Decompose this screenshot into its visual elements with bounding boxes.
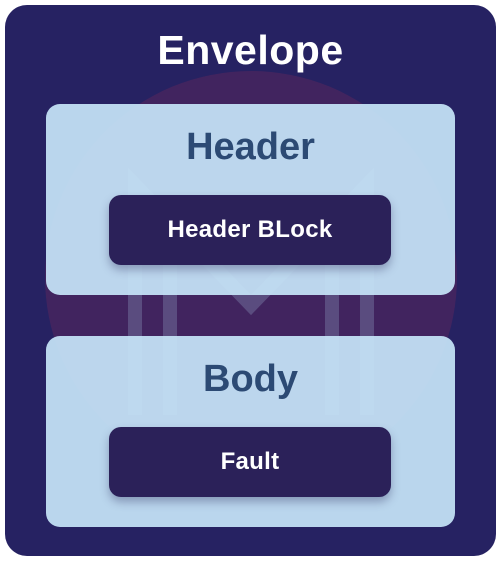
header-block-box: Header BLock xyxy=(109,195,391,265)
body-section: Body Fault xyxy=(46,336,455,527)
header-block-label: Header BLock xyxy=(167,216,333,243)
envelope-title: Envelope xyxy=(157,27,344,73)
fault-label: Fault xyxy=(220,448,280,475)
header-title: Header xyxy=(186,126,315,168)
envelope-container: Envelope Header Header BLock Body Fault xyxy=(5,5,496,556)
header-section: Header Header BLock xyxy=(46,104,455,295)
fault-box: Fault xyxy=(109,427,391,497)
body-title: Body xyxy=(203,358,298,400)
